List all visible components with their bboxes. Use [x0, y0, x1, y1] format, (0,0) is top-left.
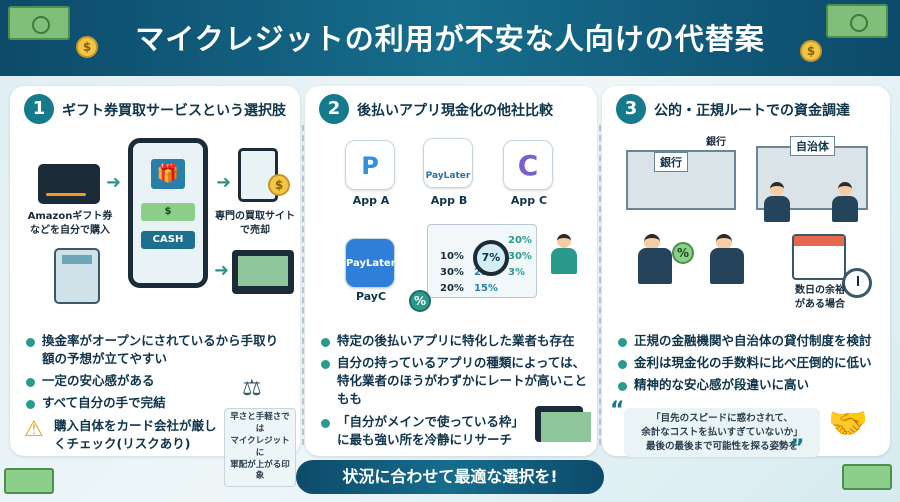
- list-item: 正規の金融機関や自治体の貸付制度を検討: [616, 332, 880, 350]
- gift-card-bullets: 換金率がオープンにされているから手取り額の予想が立てやすい 一定の安心感がある …: [24, 332, 290, 453]
- divider: [302, 125, 304, 445]
- gift-icon: 🎁: [151, 159, 185, 189]
- section-title: 公的・正規ルートでの資金調達: [654, 103, 850, 119]
- smartphone-icon: 🎁 $ CASH: [128, 138, 208, 288]
- section-title: ギフト券買取サービスという選択肢: [62, 103, 286, 119]
- scale-icon: ⚖: [242, 376, 262, 401]
- consultant-icon: [638, 234, 672, 286]
- warning-icon: ⚠: [24, 416, 44, 442]
- section-public-route: 3 公的・正規ルートでの資金調達 銀行 銀行 自治体 % 数日の余裕 がある場合…: [602, 86, 890, 461]
- section-paylater: 2 後払いアプリ現金化の他社比較 P App A PayLater App B …: [305, 86, 597, 456]
- section-header: 3 公的・正規ルートでの資金調達: [608, 94, 884, 124]
- arrow-right-icon: ➜: [214, 260, 230, 281]
- warning-item: ⚠ 購入自体をカード会社が厳しくチェック(リスクあり): [24, 417, 290, 453]
- caption-sell-site: 専門の買取サイト で売却: [215, 211, 295, 236]
- coin-icon: $: [268, 174, 290, 196]
- bank-label: 銀行: [706, 137, 726, 148]
- app-label: PayC: [355, 290, 387, 303]
- quote-box: 「目先のスピードに惑わされて、 余計なコストを払いすぎていないか」 最後の最後ま…: [624, 408, 820, 458]
- cash-note-icon: $: [141, 203, 195, 221]
- list-item: 換金率がオープンにされているから手取り額の予想が立てやすい: [24, 332, 290, 368]
- rate-cell: 3%: [508, 267, 525, 278]
- section-number: 1: [24, 94, 54, 124]
- warning-text: 購入自体をカード会社が厳しくチェック(リスクあり): [54, 417, 217, 451]
- clock-icon: [842, 268, 872, 298]
- paylater-bullets: 特定の後払いアプリに特化した業者も存在 自分の持っているアプリの種類によっては、…: [319, 332, 587, 453]
- app-label: App B: [430, 194, 468, 207]
- title-banner: $ $ マイクレジットの利用が不安な人向けの代替案: [0, 0, 900, 76]
- coin-icon: $: [76, 36, 98, 58]
- money-stack-icon: [4, 468, 54, 494]
- list-item: 特定の後払いアプリに特化した業者も存在: [319, 332, 587, 350]
- rate-cell: 20%: [440, 283, 464, 294]
- money-bill-icon: [826, 4, 888, 38]
- app-paylater-icon: PayLater: [345, 238, 396, 288]
- list-item: 金利は現金化の手数料に比べ圧倒的に低い: [616, 354, 880, 372]
- list-item: 一定の安心感がある: [24, 372, 290, 390]
- page-title: マイクレジットの利用が不安な人向けの代替案: [135, 22, 765, 56]
- time-caption: 数日の余裕 がある場合: [795, 285, 845, 310]
- note-box: 早さと手軽さでは マイクレジットに 軍配が上がる印象: [224, 408, 296, 488]
- calculator-icon: [54, 248, 100, 304]
- section-header: 1 ギフト券買取サービスという選択肢: [16, 94, 294, 124]
- chart-monitor-icon: [535, 406, 591, 442]
- caption-buy-gift-card: Amazonギフト券 などを自分で購入: [27, 211, 113, 236]
- arrow-right-icon: ➜: [216, 172, 232, 193]
- list-item: 精神的な安心感が段違いに高い: [616, 376, 880, 394]
- rate-cell: 30%: [508, 251, 532, 262]
- rate-cell: 10%: [440, 251, 464, 262]
- list-item: 「自分がメインで使っている枠」に最も強い所を冷静にリサーチ: [319, 413, 519, 449]
- amazon-card-icon: [38, 164, 100, 204]
- quote-open-icon: “: [610, 398, 625, 423]
- gift-card-illustration: ➜ 🎁 $ CASH ➜ $ Amazonギフト券 などを自分で購入 専門の買取…: [10, 130, 300, 330]
- monitor-cash-icon: [232, 250, 294, 294]
- app-a-icon: P: [345, 140, 395, 190]
- person-icon: [832, 182, 858, 222]
- app-comparison-illustration: P App A PayLater App B C App C PayLater …: [305, 130, 597, 330]
- public-route-bullets: 正規の金融機関や自治体の貸付制度を検討 金利は現金化の手数料に比べ圧倒的に低い …: [616, 332, 880, 398]
- quote-close-icon: ”: [790, 436, 805, 461]
- section-number: 3: [616, 94, 646, 124]
- money-bill-icon: [8, 6, 70, 40]
- app-label: App A: [352, 194, 390, 207]
- cash-button-label: CASH: [141, 231, 195, 249]
- customer-icon: [710, 234, 744, 286]
- section-gift-card: 1 ギフト券買取サービスという選択肢 ➜ 🎁 $ CASH ➜ $ Amazon…: [10, 86, 300, 488]
- government-sign: 自治体: [790, 136, 835, 156]
- percent-icon: %: [672, 242, 694, 264]
- magnifier-icon: 7%: [473, 240, 509, 276]
- coin-icon: $: [800, 40, 822, 62]
- rate-cell: 15%: [474, 283, 498, 294]
- calendar-icon: [792, 234, 846, 280]
- person-icon: [551, 234, 577, 274]
- app-b-icon: PayLater: [423, 138, 473, 188]
- public-route-illustration: 銀行 銀行 自治体 % 数日の余裕 がある場合: [602, 130, 890, 330]
- percent-badge-icon: %: [409, 290, 431, 312]
- divider: [599, 125, 601, 445]
- section-title: 後払いアプリ現金化の他社比較: [357, 103, 553, 119]
- section-header: 2 後払いアプリ現金化の他社比較: [311, 94, 591, 124]
- handshake-icon: 🤝: [828, 404, 868, 442]
- app-label: App C: [510, 194, 548, 207]
- arrow-right-icon: ➜: [106, 172, 122, 193]
- money-stack-icon: [842, 464, 892, 490]
- rate-cell: 20%: [508, 235, 532, 246]
- list-item: 自分の持っているアプリの種類によっては、特化業者のほうがわずかにレートが高いこと…: [319, 354, 587, 408]
- person-icon: [764, 182, 790, 222]
- app-c-icon: C: [503, 140, 553, 190]
- footer-banner: 状況に合わせて最適な選択を!: [296, 460, 604, 494]
- section-number: 2: [319, 94, 349, 124]
- rate-cell: 30%: [440, 267, 464, 278]
- list-item: すべて自分の手で完結: [24, 394, 290, 412]
- bank-sign: 銀行: [654, 152, 688, 172]
